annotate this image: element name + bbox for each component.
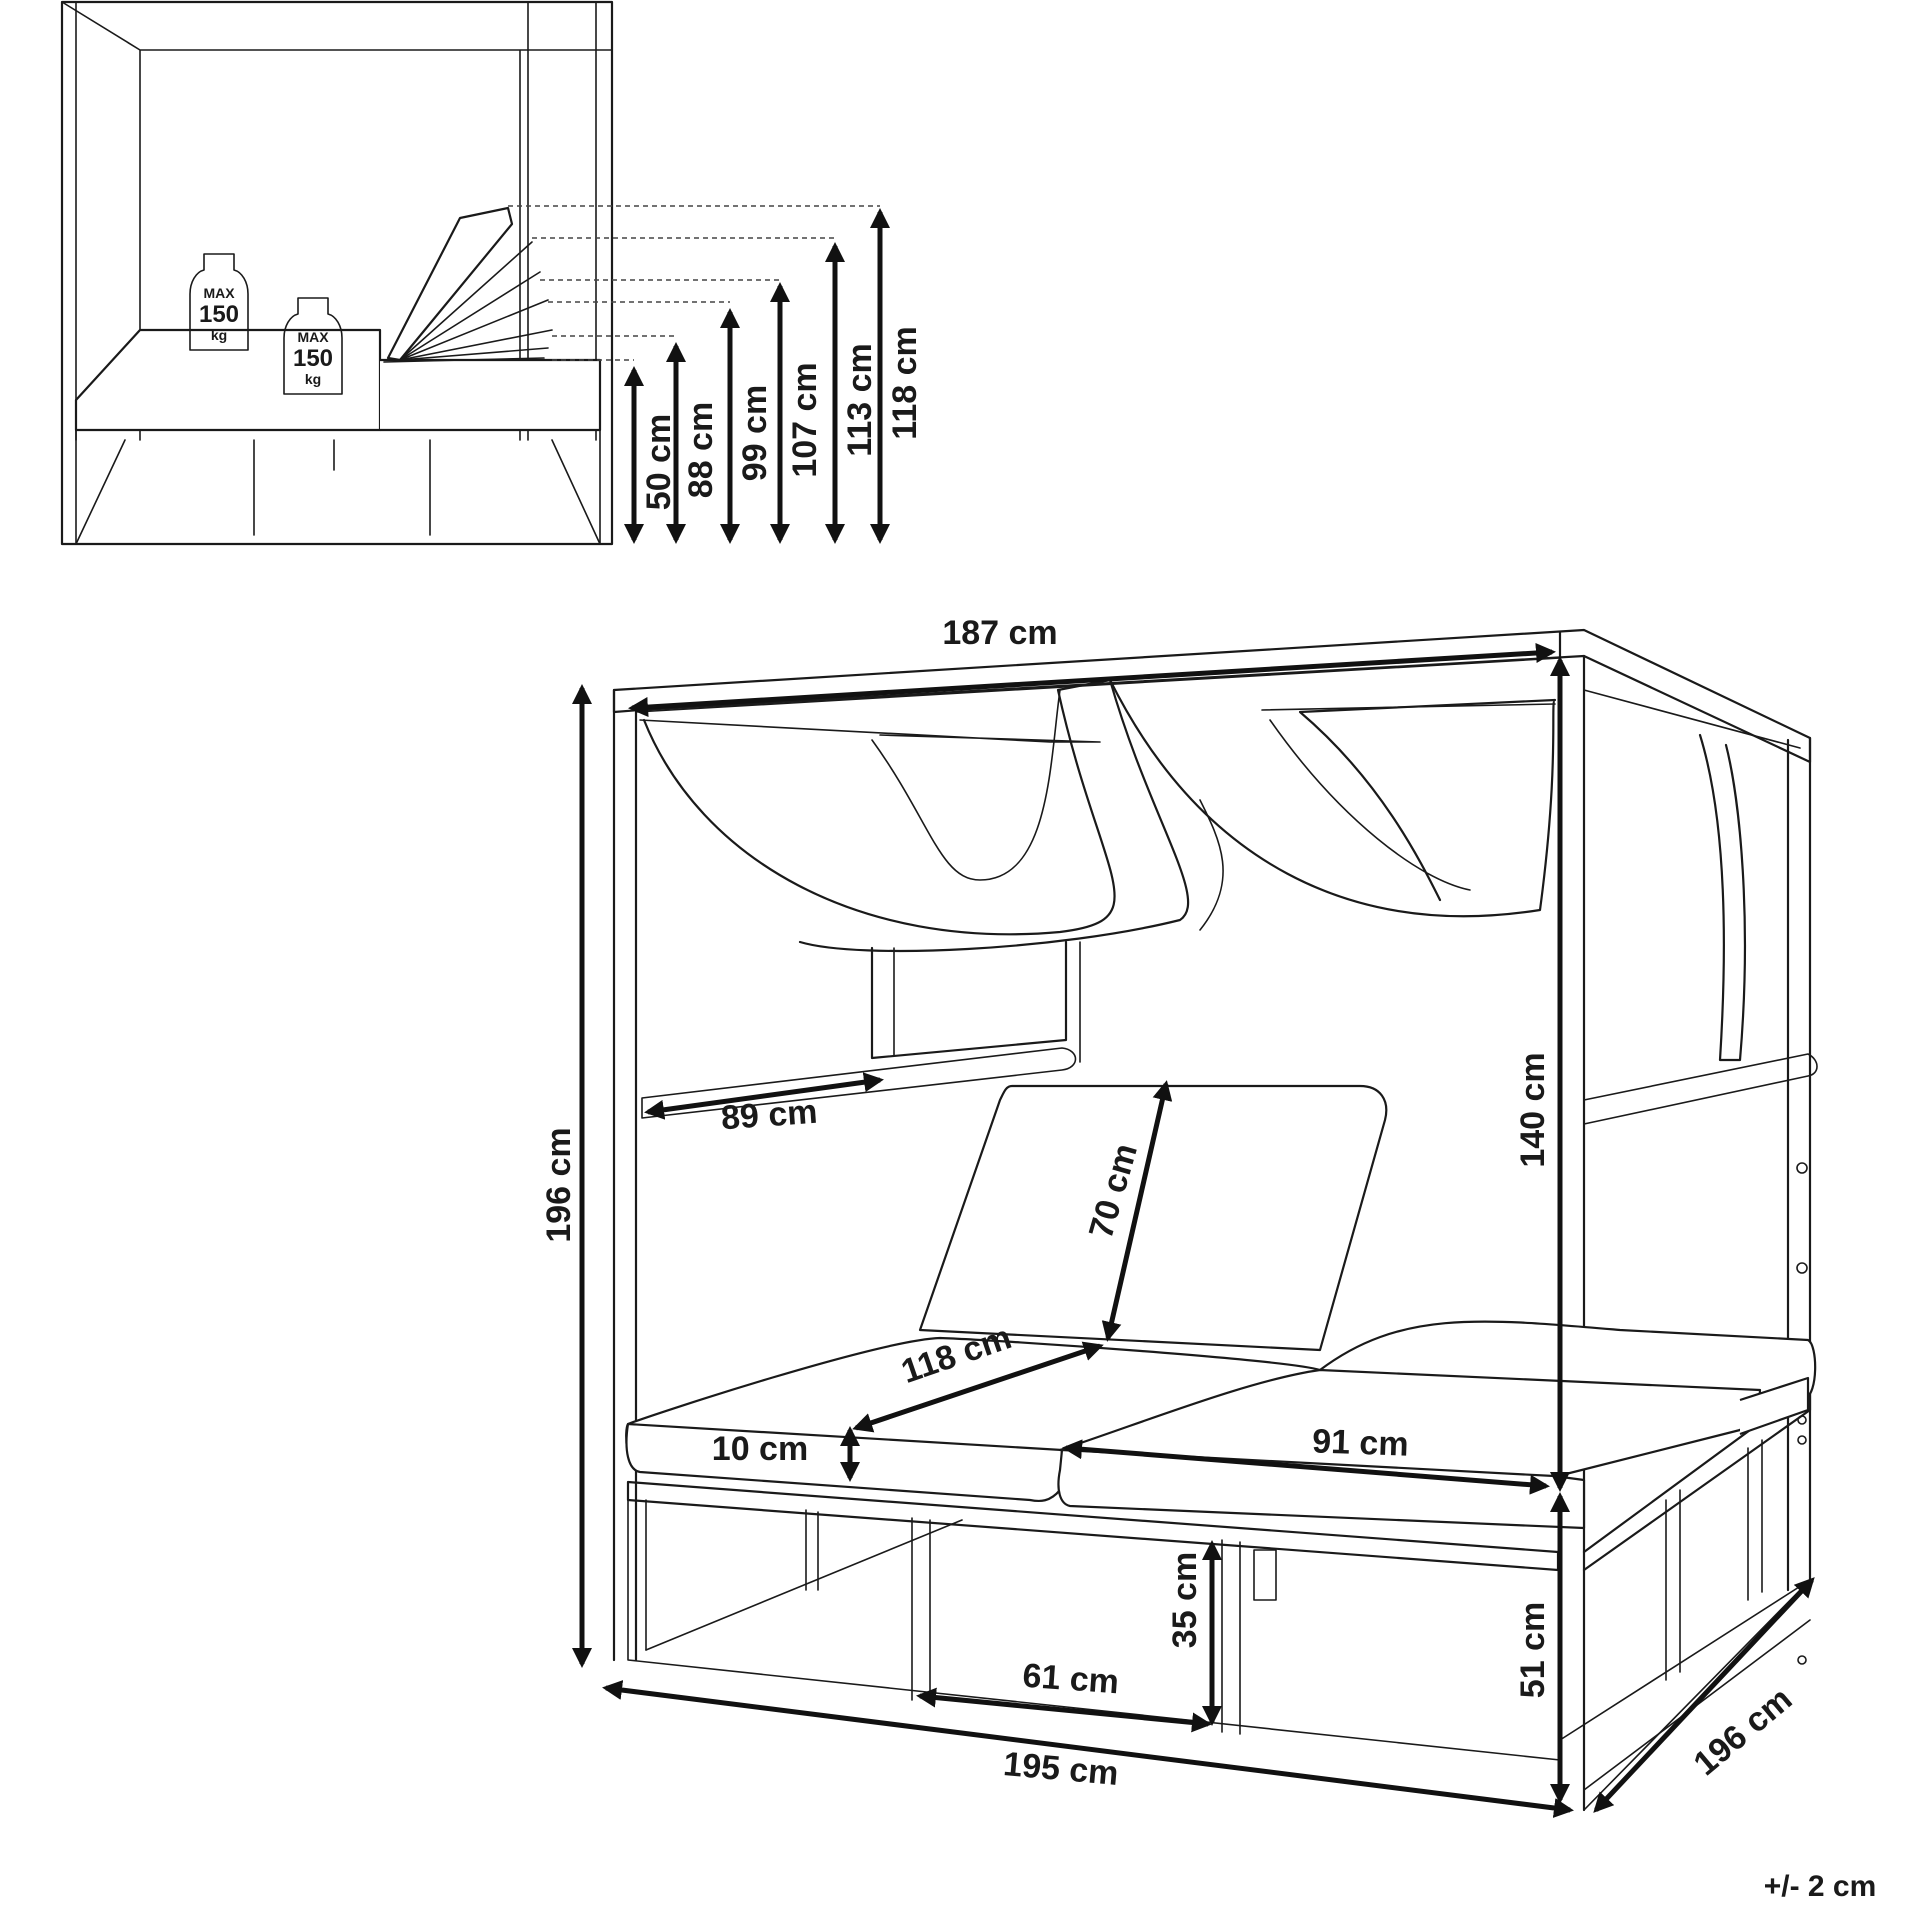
badge-unit-label: kg	[211, 327, 227, 343]
canopy-clearance-label: 140 cm	[1514, 1052, 1552, 1167]
backrest-cushion	[918, 1084, 1388, 1352]
tolerance-note: +/- 2 cm	[1764, 1870, 1877, 1903]
canopy-fabric	[642, 678, 1747, 1062]
badge-max-label: MAX	[203, 285, 235, 301]
seat-height-label: 51 cm	[1514, 1602, 1552, 1698]
lounger-width-arrow	[1062, 1439, 1550, 1495]
base-section-arrow	[916, 1687, 1212, 1733]
daybed-main-view	[612, 628, 1818, 1812]
backrest-height-label: 50 cm	[640, 414, 678, 510]
side-panel-width-label: 89 cm	[720, 1093, 819, 1138]
inset-mattress	[74, 328, 382, 432]
backrest-length-arrow	[1101, 1080, 1173, 1342]
badge-unit-label: kg	[305, 371, 321, 387]
lounger-width-label: 91 cm	[1312, 1422, 1410, 1463]
badge-weight-value: 150	[199, 301, 239, 328]
backrest-height-label: 88 cm	[682, 402, 720, 498]
back-right-post	[1786, 736, 1812, 1592]
top-width-arrow	[628, 642, 1556, 718]
inset-backrest-positions	[386, 206, 553, 362]
weight-badge: MAX 150 kg	[189, 253, 249, 351]
base-clearance-label: 35 cm	[1166, 1552, 1204, 1648]
main-dimension-arrows	[572, 642, 1815, 1818]
front-left-post	[612, 688, 638, 1662]
lounger-length-arrow	[852, 1341, 1104, 1433]
weight-badge: MAX 150 kg	[283, 297, 343, 395]
top-width-label: 187 cm	[942, 614, 1057, 652]
backrest-height-label: 118 cm	[886, 326, 924, 439]
side-view-inset: MAX 150 kg MAX 150 kg	[60, 0, 880, 546]
front-width-arrow	[602, 1680, 1574, 1818]
backrest-height-label: 113 cm	[841, 343, 879, 456]
base-section-label: 61 cm	[1021, 1657, 1120, 1702]
backrest-height-label: 99 cm	[736, 385, 774, 481]
inset-frame-outline	[60, 0, 614, 546]
cushion-thickness-label: 10 cm	[712, 1430, 808, 1468]
backrest-height-label: 107 cm	[786, 362, 824, 477]
side-panel-width-arrow	[644, 1072, 884, 1120]
badge-weight-value: 150	[293, 345, 333, 372]
badge-max-label: MAX	[297, 329, 329, 345]
total-height-label: 196 cm	[540, 1127, 578, 1242]
depth-arrow	[1593, 1577, 1815, 1813]
front-right-post	[1558, 630, 1586, 1812]
